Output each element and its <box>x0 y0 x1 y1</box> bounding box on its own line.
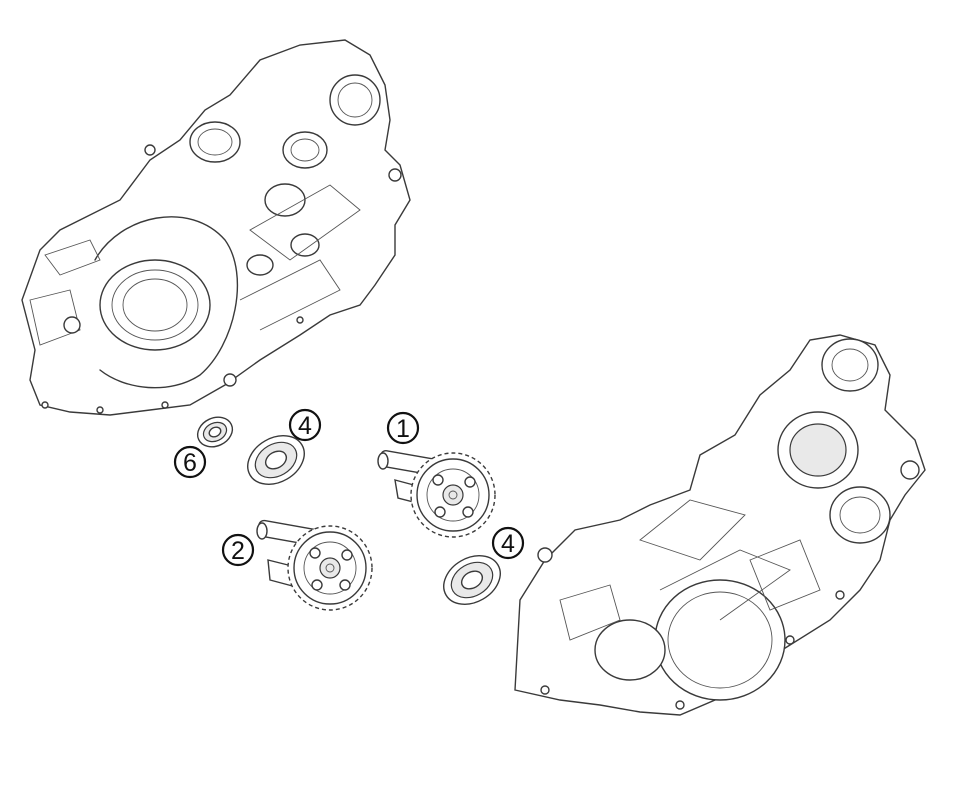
bearing-upper-part <box>247 435 305 485</box>
callout-2-label: 2 <box>231 537 245 565</box>
callout-6-label: 6 <box>183 449 197 477</box>
gear-shaft-lower-part <box>256 519 373 611</box>
gear-shaft-upper-part <box>377 450 496 538</box>
bearing-lower-part <box>443 555 501 605</box>
callout-4-lower-label: 4 <box>501 530 515 558</box>
right-crankcase-half <box>514 334 926 716</box>
seal-part <box>196 416 234 448</box>
callout-4-upper-label: 4 <box>298 412 312 440</box>
callout-4-upper: 4 <box>288 408 322 442</box>
callout-6: 6 <box>173 445 207 479</box>
left-crankcase-half <box>21 39 411 416</box>
callout-1-label: 1 <box>396 415 410 443</box>
callout-1: 1 <box>386 411 420 445</box>
callout-2: 2 <box>221 533 255 567</box>
callout-4-lower: 4 <box>491 526 525 560</box>
